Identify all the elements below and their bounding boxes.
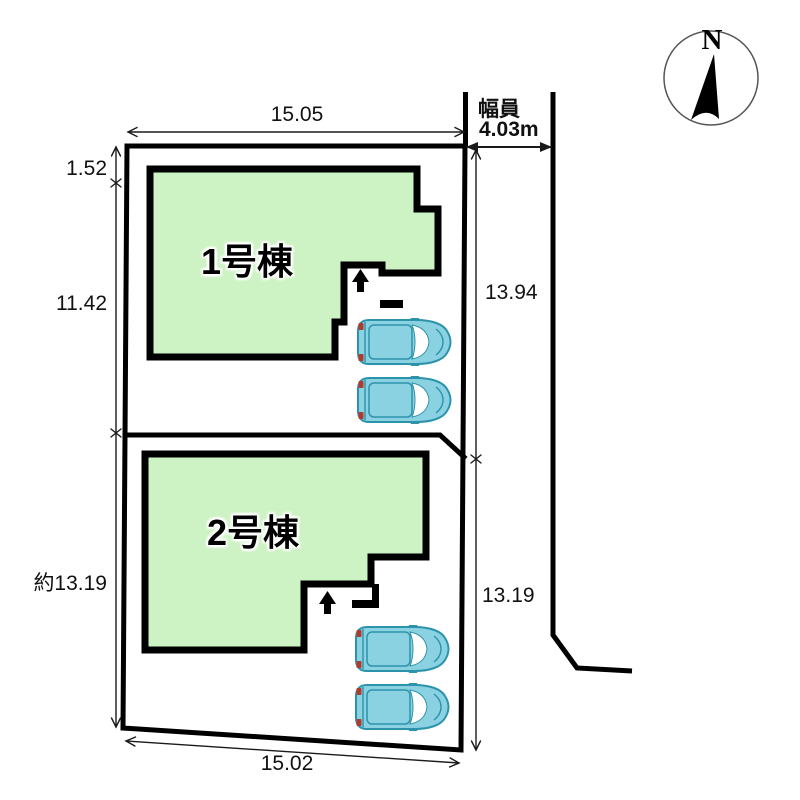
building-1-gate-mark <box>380 300 403 308</box>
road-right-edge <box>550 92 633 674</box>
dimension-top-width-label: 15.05 <box>270 103 324 126</box>
dimension-right-lower-label: 13.19 <box>482 584 535 607</box>
road-width-title-label: 幅員 <box>478 98 520 121</box>
dimension-line-right <box>470 148 482 752</box>
lot-divider-line <box>124 432 468 461</box>
building-2-label: 2号棟 <box>206 512 300 553</box>
building-1-entrance-arrow-icon <box>352 269 369 292</box>
north-label: N <box>701 24 723 56</box>
dimension-line-top-width <box>126 126 466 138</box>
car-icon <box>355 683 450 731</box>
building-2-footprint <box>141 450 430 654</box>
car-icon <box>357 376 452 424</box>
building-2-entrance-arrow-icon <box>319 591 336 614</box>
dimension-left-lower-label: 約13.19 <box>33 572 107 595</box>
lot-boundary <box>120 143 468 753</box>
dimension-left-upper-label: 1.52 <box>66 157 107 180</box>
dimension-line-bottom-width <box>124 736 461 768</box>
dimension-left-middle-label: 11.42 <box>56 292 107 315</box>
building-2-gate-mark <box>352 584 379 608</box>
dimension-line-left <box>110 145 122 729</box>
compass <box>663 30 759 126</box>
road-width-value-label: 4.03m <box>479 118 539 141</box>
dimension-right-upper-label: 13.94 <box>485 281 538 304</box>
car-icon <box>355 625 450 673</box>
car-icon <box>357 318 452 366</box>
dimension-bottom-width-label: 15.02 <box>260 752 314 775</box>
building-1-label: 1号棟 <box>200 241 294 282</box>
north-needle-icon <box>691 54 719 120</box>
building-1-footprint <box>146 165 442 361</box>
dimension-line-road-width <box>466 142 552 152</box>
